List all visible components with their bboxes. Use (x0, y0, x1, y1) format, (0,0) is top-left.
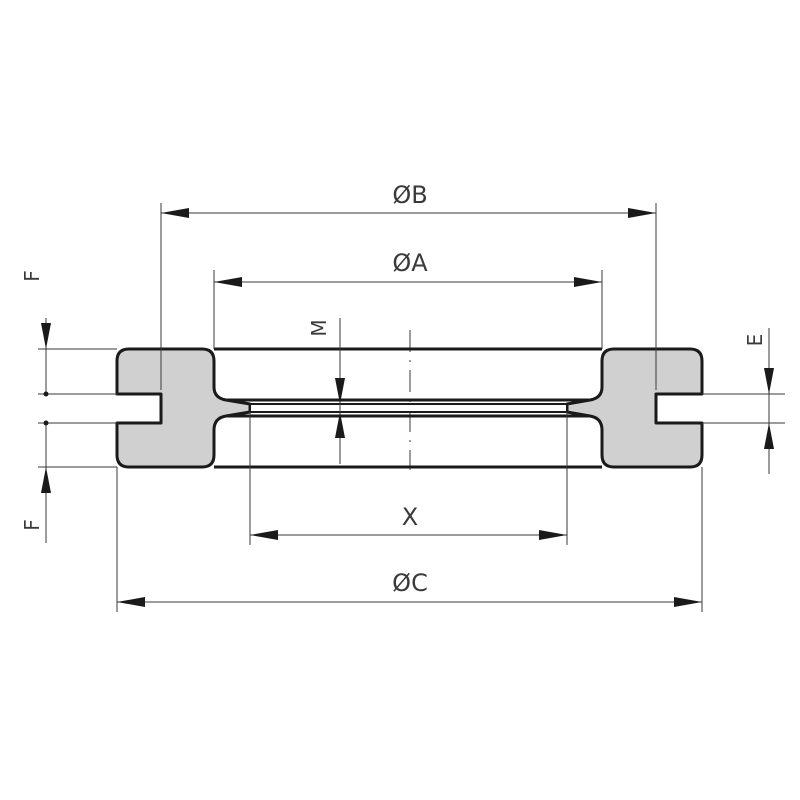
arrow-m-down (335, 378, 345, 404)
label-dia-c: ØC (392, 569, 428, 597)
dot-f-top (43, 391, 49, 397)
arrow-c-left (117, 597, 145, 607)
label-x: X (402, 503, 418, 531)
arrow-f-top (41, 323, 51, 349)
arrow-m-up (335, 412, 345, 438)
arrow-e-down (764, 368, 774, 394)
arrow-b-left (161, 208, 189, 218)
membrane-strip (249, 403, 568, 413)
label-dia-a: ØA (392, 249, 428, 277)
dot-f-bottom (43, 420, 49, 426)
arrow-a-left (214, 277, 242, 287)
label-e: E (743, 334, 767, 347)
arrow-e-up (764, 423, 774, 449)
label-m: M (307, 319, 331, 336)
arrow-c-right (674, 597, 702, 607)
arrow-b-right (628, 208, 656, 218)
arrow-x-left (250, 530, 278, 540)
left-section-profile (115, 347, 252, 469)
label-dia-b: ØB (392, 181, 427, 209)
arrow-a-right (574, 277, 602, 287)
label-f-bottom: F (20, 519, 44, 531)
label-f-top: F (20, 270, 44, 282)
right-section-profile (565, 347, 704, 469)
arrow-f-bottom (41, 467, 51, 493)
arrow-x-right (539, 530, 567, 540)
